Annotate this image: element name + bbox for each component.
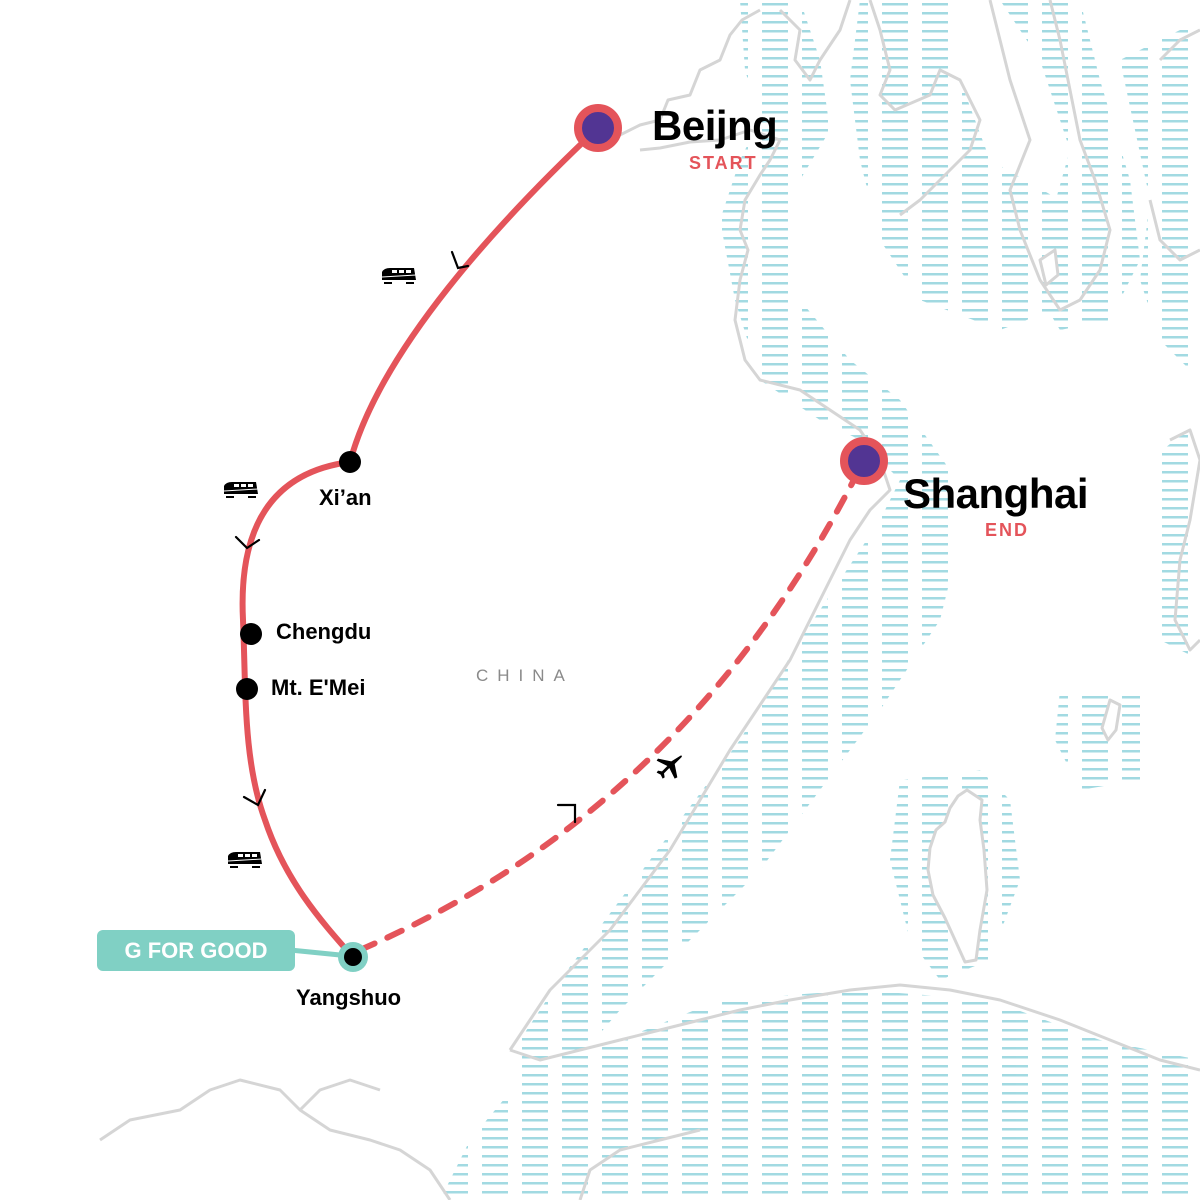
end-tag: END xyxy=(985,520,1030,540)
start-city-label: Beijng xyxy=(652,102,778,149)
end-city-label: Shanghai xyxy=(903,470,1089,517)
route-leg-beijing-xian xyxy=(347,125,601,465)
stop-label-emei: Mt. E'Mei xyxy=(271,675,366,700)
train-icon xyxy=(381,268,417,284)
emei-marker xyxy=(236,678,258,700)
direction-arrow-icon xyxy=(242,788,267,807)
stop-label-yangshuo: Yangshuo xyxy=(296,985,402,1010)
chengdu-marker xyxy=(240,623,262,645)
route-leg-flight xyxy=(357,457,867,953)
beijing-marker xyxy=(574,104,622,152)
direction-arrow-icon xyxy=(556,803,577,824)
start-tag: START xyxy=(689,153,758,173)
plane-icon xyxy=(656,755,682,779)
direction-arrow-icon xyxy=(234,535,261,550)
shanghai-marker xyxy=(840,437,888,485)
stop-label-chengdu: Chengdu xyxy=(276,619,372,644)
xian-marker xyxy=(339,451,361,473)
train-icon xyxy=(227,852,263,868)
route-leg-xian-yangshuo xyxy=(239,459,355,959)
g-for-good-badge: G FOR GOOD xyxy=(97,930,295,971)
direction-arrow-icon xyxy=(450,250,470,270)
country-label: CHINA xyxy=(476,666,574,685)
yangshuo-marker xyxy=(344,948,362,966)
train-icon xyxy=(223,482,259,498)
stop-label-xian: Xi’an xyxy=(319,485,372,510)
